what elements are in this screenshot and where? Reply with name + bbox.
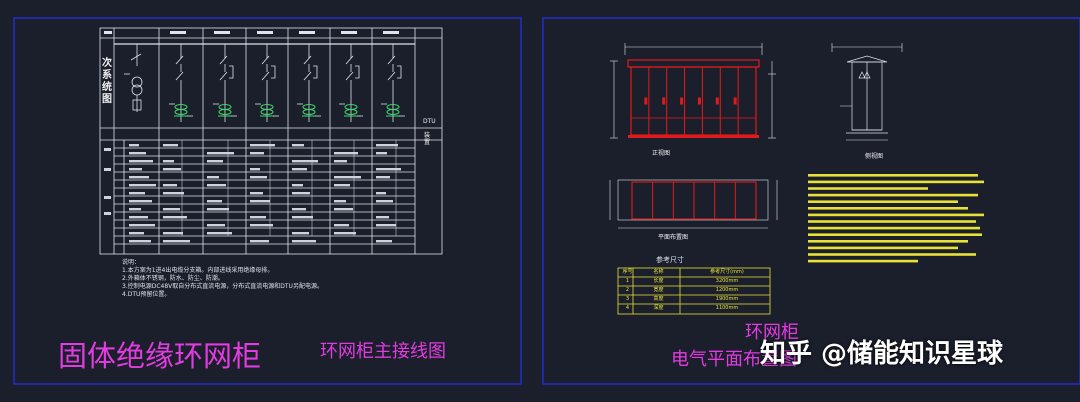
sub-title: 环网柜主接线图	[320, 341, 446, 362]
side-view-label: 侧视图	[865, 153, 884, 160]
left-sheet-border	[13, 17, 522, 385]
ref-table-row: 1 长度 3200mm	[620, 277, 772, 286]
ref-cell: 高度	[653, 296, 664, 302]
ref-table-row: 2 宽度 1200mm	[620, 286, 772, 295]
watermark: 知乎 @储能知识星球	[760, 339, 1004, 369]
pt-branch	[124, 44, 143, 112]
ref-header-no: 序号	[622, 269, 633, 275]
right-sheet-border	[542, 17, 1080, 385]
note-line-3: 3.控制电源DC48V取自分布式直流电源，分布式直流电源和DTU另配电源。	[122, 283, 323, 290]
single-line-diagram	[99, 27, 443, 255]
feeder-branch	[169, 44, 193, 122]
ref-cell: 2	[625, 287, 630, 293]
ref-cell: 1900mm	[715, 296, 739, 302]
ref-cell: 1100mm	[715, 305, 739, 311]
ref-cell: 长度	[653, 278, 664, 284]
ref-cell: 1	[625, 278, 630, 284]
ref-table-title: 参考尺寸	[656, 256, 684, 264]
dtu-sub-label: 装置	[424, 132, 431, 146]
right-title-line1: 环网柜	[745, 322, 799, 343]
feeder-branches	[169, 44, 405, 122]
ref-header-size: 参考尺寸(mm)	[710, 269, 744, 275]
ref-header-name: 名称	[653, 269, 664, 275]
ref-cell: 1200mm	[715, 287, 739, 293]
plan-view-label: 平面布置图	[658, 234, 689, 241]
ref-cell: 深度	[653, 305, 664, 311]
ref-table-header-row: 序号 名称 参考尺寸(mm)	[620, 268, 772, 277]
feeder-branch	[297, 44, 321, 122]
ref-cell: 3200mm	[715, 278, 739, 284]
technical-notes-lines	[808, 174, 984, 263]
system-diagram-vertical-label: 次系统图	[102, 58, 112, 105]
main-title: 固体绝缘环网柜	[58, 339, 262, 373]
side-view	[831, 43, 903, 141]
ref-cell: 3	[625, 296, 630, 302]
layout-drawings	[609, 43, 984, 315]
ref-table-row: 3 高度 1900mm	[620, 295, 772, 304]
notes-block: 说明： 1.本方案为1进4出电缆分支箱。内部进线采用绝缘母排。 2.外箱体不锈钢…	[122, 259, 342, 299]
reference-table	[617, 267, 771, 315]
ref-cell: 宽度	[653, 287, 664, 293]
front-elevation	[610, 43, 776, 139]
feeder-branch	[213, 44, 237, 122]
ref-cell: 4	[625, 305, 630, 311]
ref-table-row: 4 深度 1100mm	[620, 304, 772, 313]
front-view-label: 正视图	[652, 150, 671, 157]
right-title-line2: 电气平面布置图	[671, 349, 797, 370]
feeder-branch	[381, 44, 405, 122]
feeder-branch	[255, 44, 279, 122]
ref-table-text: 序号 名称 参考尺寸(mm) 1 长度 3200mm 2 宽度 1200mm 3…	[620, 268, 772, 313]
notes-heading: 说明：	[122, 259, 141, 266]
table-text-dots	[104, 31, 399, 34]
note-line-2: 2.外箱体不锈钢，防水、防尘、防潮。	[122, 275, 224, 282]
feeder-branch	[339, 44, 363, 122]
plan-layout	[609, 179, 778, 229]
dtu-label: DTU	[423, 118, 436, 125]
diagram-border	[99, 27, 443, 255]
note-line-4: 4.DTU预留位置。	[122, 291, 171, 298]
table-cell-marks	[104, 144, 401, 243]
note-line-1: 1.本方案为1进4出电缆分支箱。内部进线采用绝缘母排。	[122, 267, 274, 274]
